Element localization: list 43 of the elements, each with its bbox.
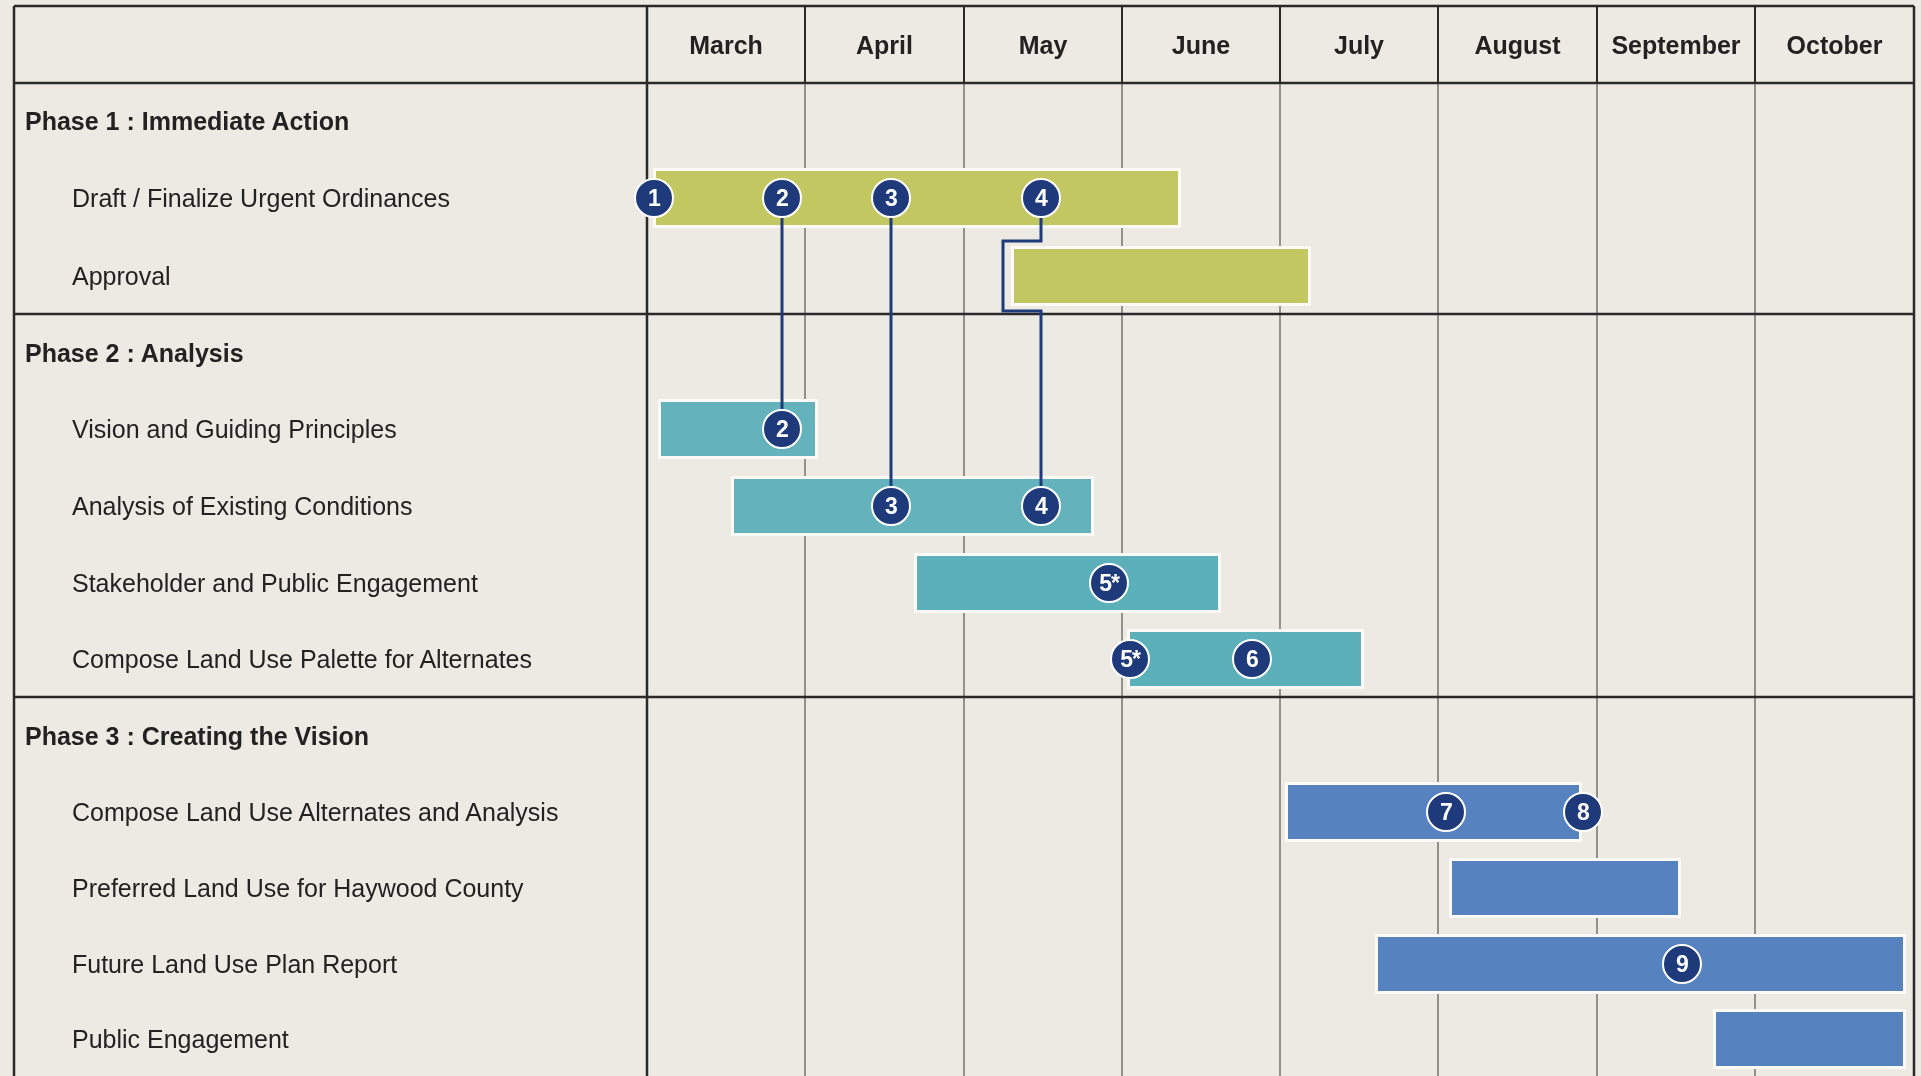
phase-heading: Phase 1 : Immediate Action xyxy=(25,106,350,136)
task-label: Preferred Land Use for Haywood County xyxy=(72,873,524,903)
month-label: July xyxy=(1333,30,1385,60)
task-label: Public Engagement xyxy=(72,1024,289,1054)
phase-heading: Phase 3 : Creating the Vision xyxy=(25,721,370,751)
task-label: Future Land Use Plan Report xyxy=(72,949,398,979)
gantt-bar xyxy=(1449,858,1681,918)
month-label: October xyxy=(1785,30,1884,60)
month-label: June xyxy=(1170,30,1232,60)
milestone-marker: 5* xyxy=(1110,639,1150,679)
task-label: Vision and Guiding Principles xyxy=(72,414,397,444)
gantt-bar xyxy=(1713,1009,1906,1069)
connector-line xyxy=(780,218,784,409)
milestone-marker: 4 xyxy=(1021,178,1061,218)
milestone-marker: 9 xyxy=(1662,944,1702,984)
month-label: September xyxy=(1610,30,1742,60)
phase-heading: Phase 2 : Analysis xyxy=(25,338,244,368)
milestone-marker: 7 xyxy=(1426,792,1466,832)
milestone-marker: 6 xyxy=(1232,639,1272,679)
task-label: Approval xyxy=(72,261,171,291)
milestone-marker: 3 xyxy=(871,486,911,526)
task-label: Analysis of Existing Conditions xyxy=(72,491,413,521)
month-label: March xyxy=(688,30,764,60)
milestone-marker: 4 xyxy=(1021,486,1061,526)
task-label: Stakeholder and Public Engagement xyxy=(72,568,478,598)
milestone-marker: 3 xyxy=(871,178,911,218)
gantt-bar xyxy=(914,553,1221,613)
gantt-bar xyxy=(658,399,818,459)
connector-line xyxy=(889,218,893,486)
gantt-bar xyxy=(731,476,1094,536)
gantt-bar xyxy=(1011,246,1311,306)
month-label: April xyxy=(855,30,914,60)
milestone-marker: 2 xyxy=(762,178,802,218)
milestone-marker: 1 xyxy=(634,178,674,218)
month-label: May xyxy=(1017,30,1069,60)
task-label: Draft / Finalize Urgent Ordinances xyxy=(72,183,450,213)
month-label: August xyxy=(1473,30,1562,60)
task-label: Compose Land Use Palette for Alternates xyxy=(72,644,532,674)
milestone-marker: 2 xyxy=(762,409,802,449)
connector-line xyxy=(1001,218,1043,486)
milestone-marker: 5* xyxy=(1089,563,1129,603)
gantt-bar xyxy=(1375,934,1906,994)
task-label: Compose Land Use Alternates and Analysis xyxy=(72,797,559,827)
